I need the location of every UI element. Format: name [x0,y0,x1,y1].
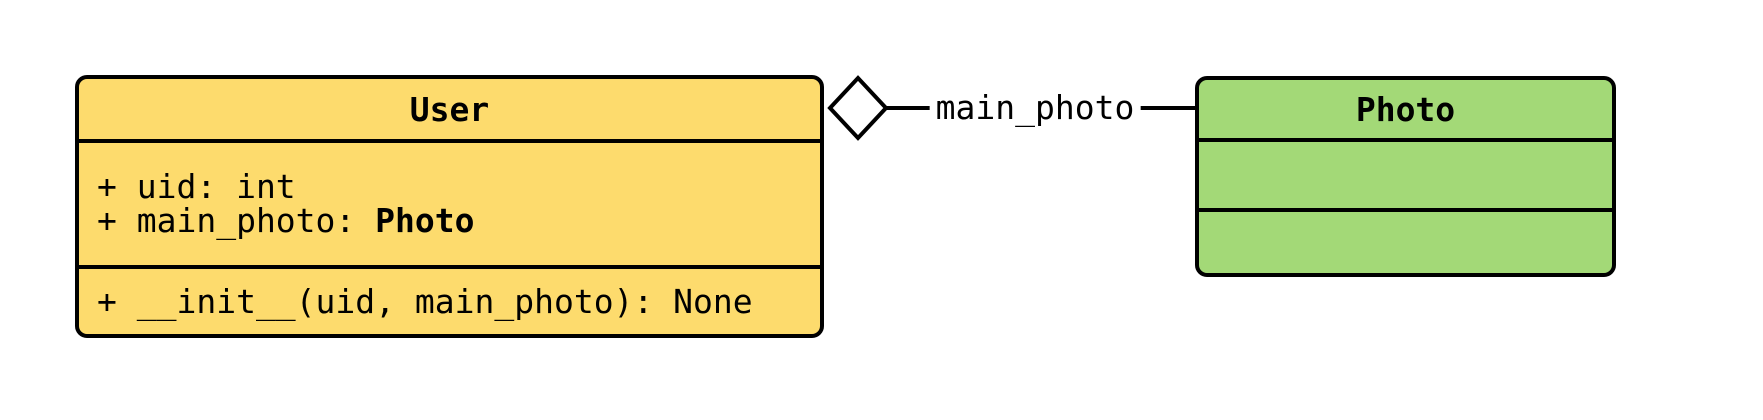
class-photo: Photo [1195,76,1616,277]
class-photo-attributes [1199,138,1612,208]
attribute-uid: + uid: int [97,170,820,204]
attribute-uid-text: + uid: int [97,167,296,206]
class-photo-title: Photo [1355,89,1456,129]
attribute-main-photo: + main_photo: Photo [97,204,820,238]
aggregation-diamond-icon [827,75,889,141]
method-init: + __init__(uid, main_photo): None [97,281,753,321]
class-user-title: User [409,89,490,129]
class-photo-methods [1199,208,1612,273]
attribute-main-photo-type: Photo [375,201,475,240]
attribute-main-photo-text: + main_photo: [97,201,376,240]
relationship-label: main_photo [929,88,1141,128]
class-user-attributes: + uid: int + main_photo: Photo [79,139,820,265]
class-user-methods: + __init__(uid, main_photo): None [79,265,820,334]
class-user: User + uid: int + main_photo: Photo + __… [75,75,824,338]
